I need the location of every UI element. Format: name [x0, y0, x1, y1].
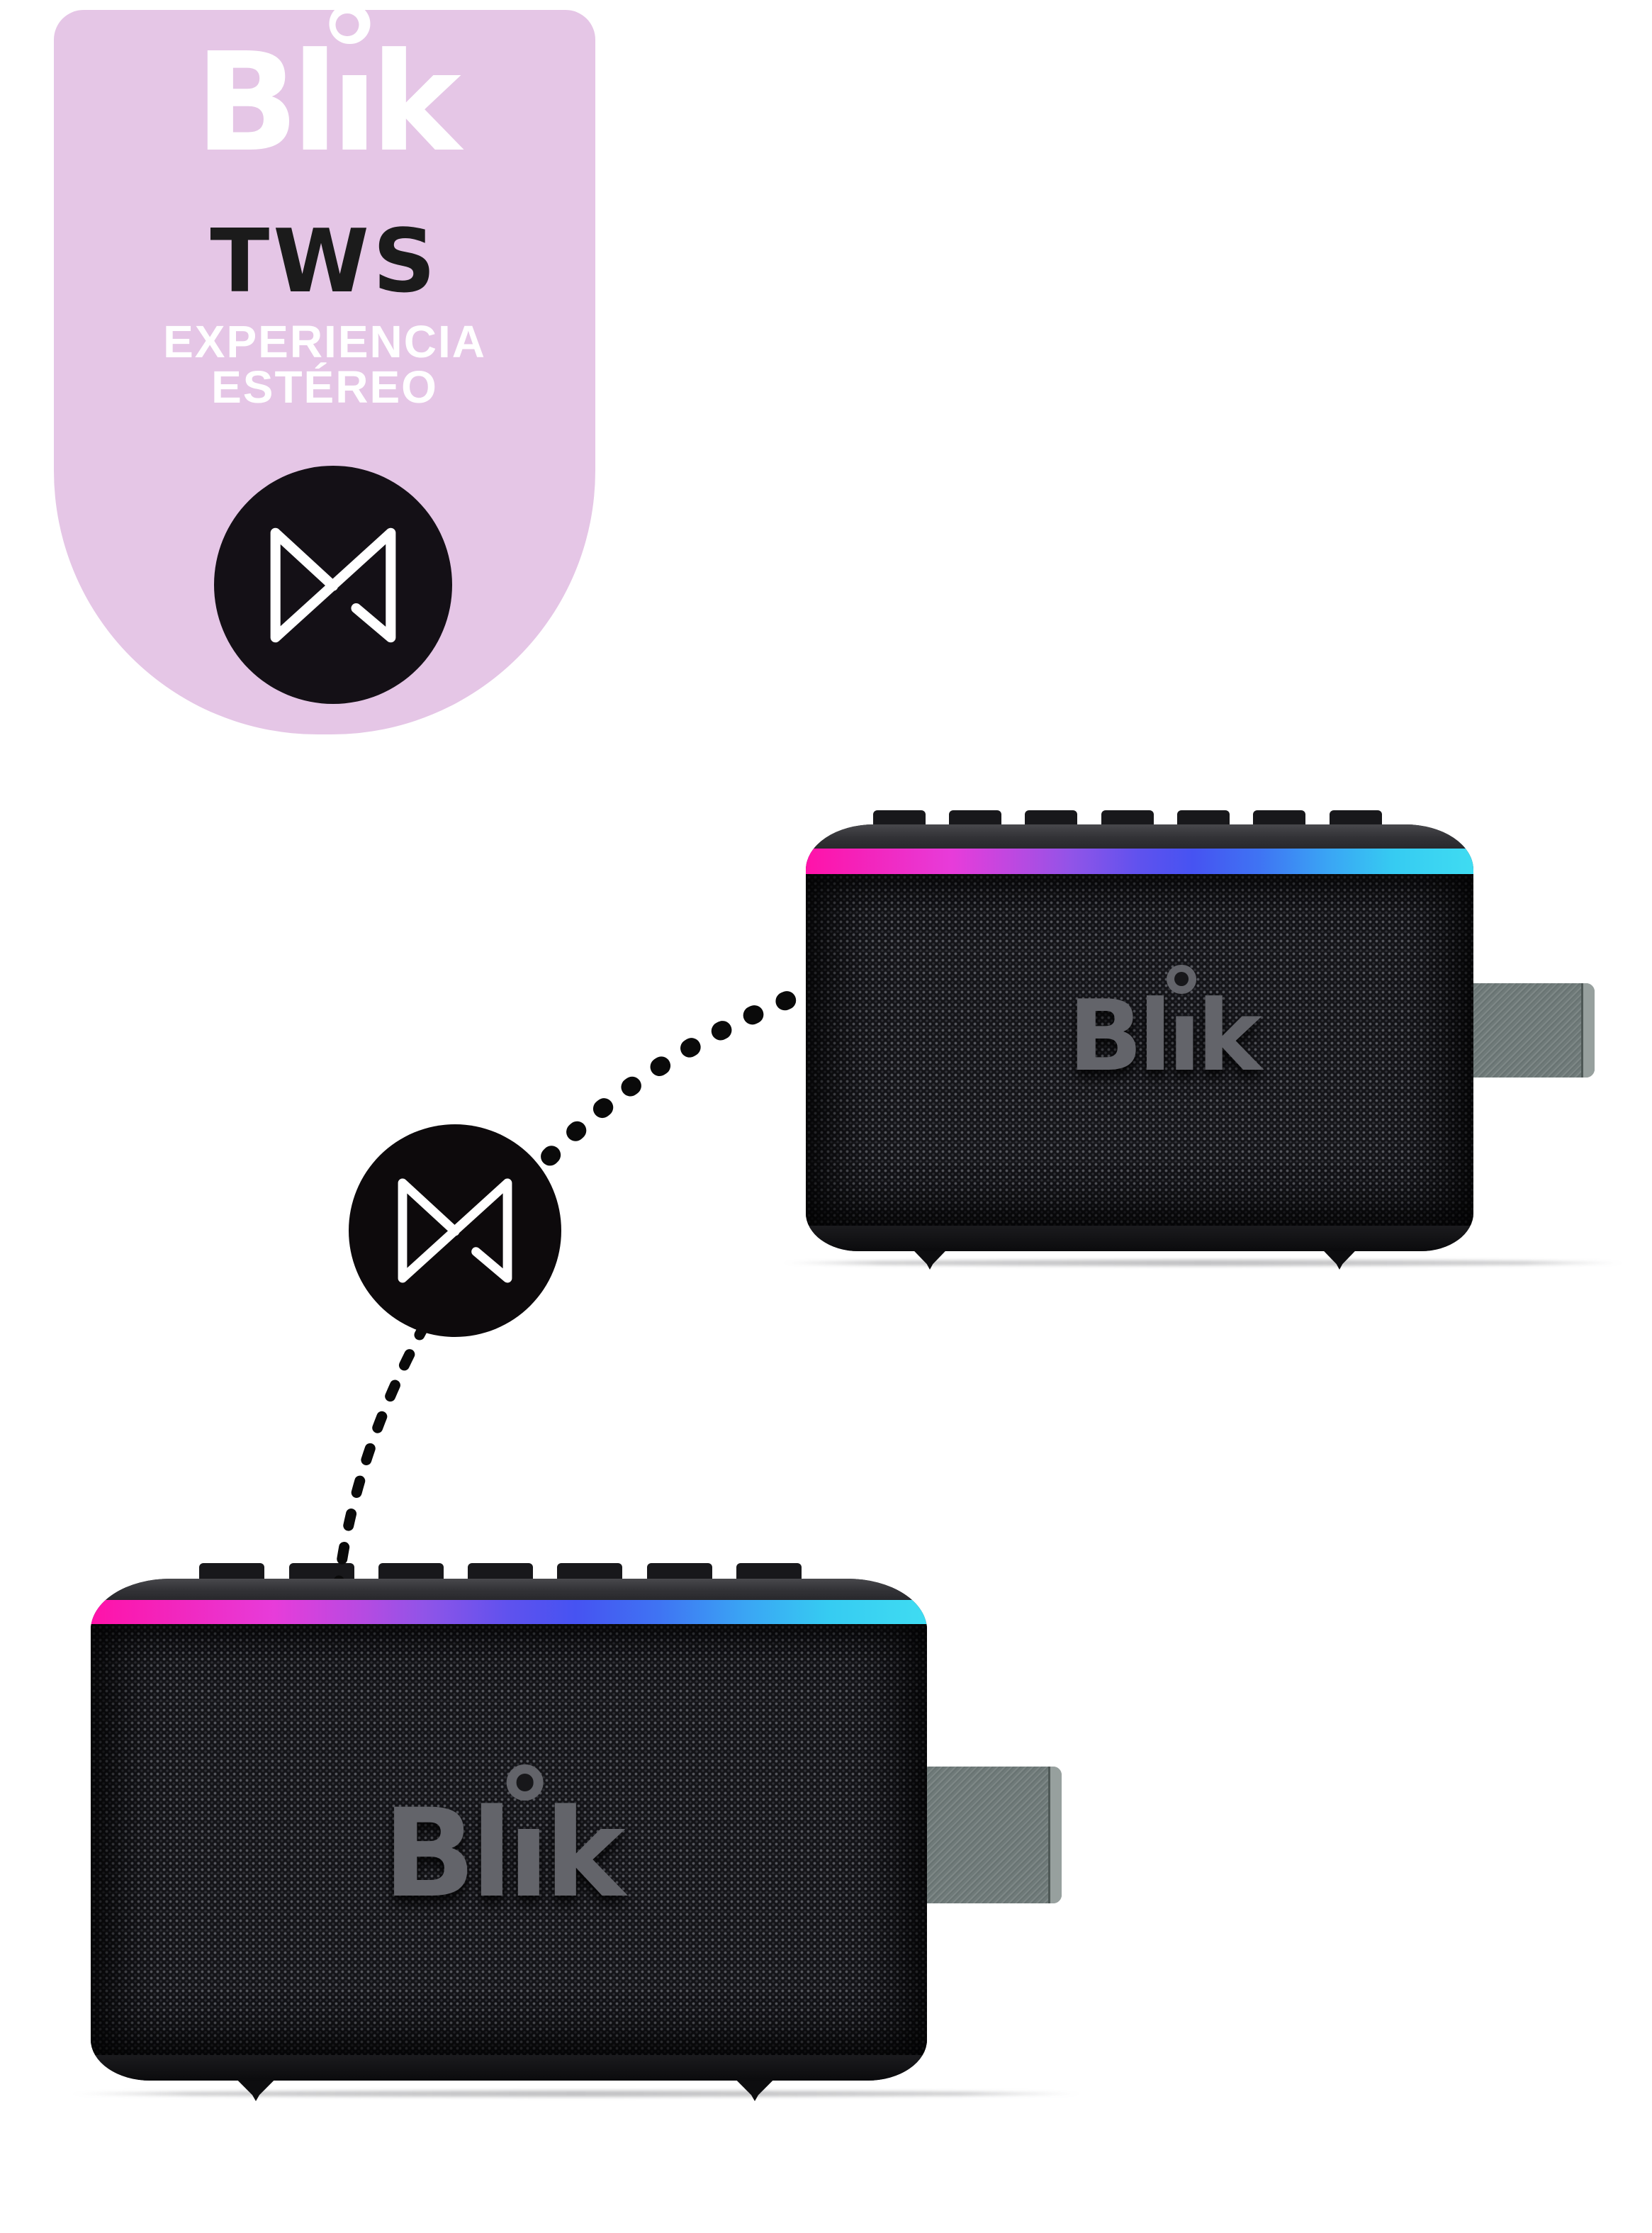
- brand-eye-dot-icon: [506, 1764, 544, 1801]
- speaker-shadow: [69, 2091, 1083, 2097]
- dotted-line-to-left-speaker: [333, 1319, 431, 1588]
- brand-text-suffix: k: [371, 24, 461, 182]
- brand-letter-i: ı: [506, 1764, 549, 1915]
- speaker-button: [872, 810, 926, 826]
- speaker-button: [1176, 810, 1230, 826]
- speaker-base: [806, 1226, 1473, 1251]
- speaker-button: [1329, 810, 1382, 826]
- speaker-left-strap: [913, 1767, 1062, 1903]
- brand-letter-i: ı: [329, 3, 378, 172]
- brand-text-prefix: Bl: [195, 24, 338, 182]
- speaker-button: [646, 1563, 712, 1580]
- brand-letter-i: ı: [1167, 964, 1201, 1085]
- speaker-right-strap: [1458, 983, 1595, 1078]
- speaker-button: [948, 810, 1001, 826]
- brand-eye-dot-icon: [329, 3, 371, 45]
- speaker-button: [1253, 810, 1306, 826]
- speaker-top-cap: [806, 824, 1473, 849]
- speaker-button: [288, 1563, 354, 1580]
- speaker-base: [91, 2055, 927, 2081]
- speaker-button: [1025, 810, 1078, 826]
- speaker-button: [736, 1563, 802, 1580]
- speaker-left-buttons: [199, 1563, 802, 1582]
- speaker-button: [1101, 810, 1154, 826]
- brand-eye-dot-icon: [1167, 964, 1196, 994]
- speaker-led-strip: [806, 849, 1473, 874]
- speaker-shadow: [781, 1260, 1624, 1266]
- dotted-line-to-right-speaker: [517, 989, 802, 1192]
- speaker-right-buttons: [872, 810, 1382, 827]
- speaker-button: [378, 1563, 444, 1580]
- speaker-button: [557, 1563, 623, 1580]
- tws-pairing-icon-badge: [214, 466, 452, 704]
- tws-bowtie-icon: [398, 1178, 512, 1283]
- speaker-button: [468, 1563, 534, 1580]
- badge-title: TWS: [210, 211, 439, 313]
- badge-subtitle-line2: ESTÉREO: [211, 362, 438, 413]
- badge-subtitle-line1: EXPERIENCIA: [163, 316, 486, 367]
- speaker-button: [199, 1563, 265, 1580]
- speaker-led-strip: [91, 1600, 927, 1624]
- speaker-top-cap: [91, 1579, 927, 1600]
- tws-pairing-icon-connector: [349, 1124, 561, 1337]
- tws-bowtie-icon: [270, 527, 396, 642]
